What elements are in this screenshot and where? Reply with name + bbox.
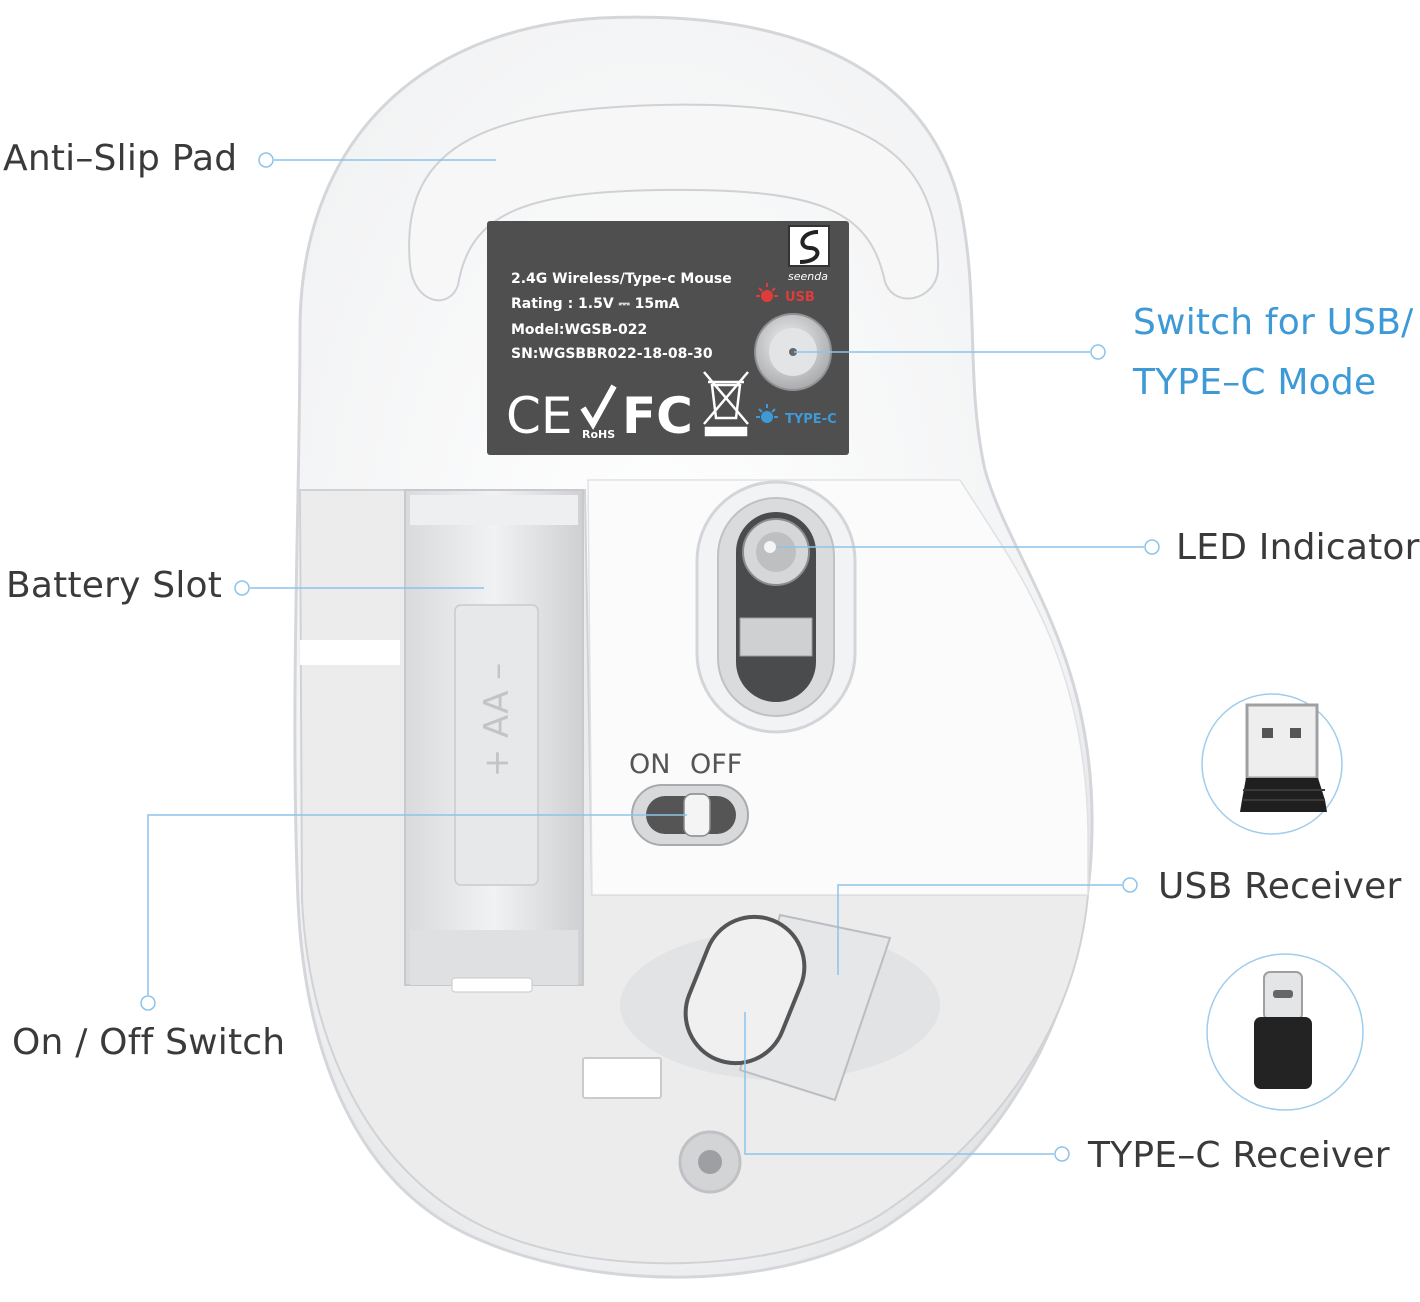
battery-marking: + AA – xyxy=(477,663,517,778)
callout-lines xyxy=(147,159,1144,1155)
mode-switch-dot xyxy=(789,348,797,356)
callout-line-on-off xyxy=(147,814,687,995)
callout-led-indicator: LED Indicator xyxy=(1176,527,1420,568)
product-label xyxy=(487,221,849,455)
cert-fc: FC xyxy=(622,387,693,445)
anti-slip-pad xyxy=(408,103,940,302)
callout-switch-mode-line2: TYPE–C Mode xyxy=(1133,362,1377,403)
callout-usb-receiver: USB Receiver xyxy=(1158,866,1402,907)
mode-usb-label: USB xyxy=(785,290,815,305)
mode-typec-label: TYPE-C xyxy=(785,412,837,427)
label-line-4: SN:WGSBBR022-18-08-30 xyxy=(511,346,713,362)
on-off-switch-knob[interactable] xyxy=(683,793,711,837)
callout-battery-slot: Battery Slot xyxy=(6,565,223,606)
screw xyxy=(698,1150,722,1174)
usb-led-icon xyxy=(756,283,778,302)
usb-dongle-icon xyxy=(1240,703,1327,812)
weee-crossed-bin-icon xyxy=(703,371,749,437)
led-indicator-glint xyxy=(764,541,776,553)
typec-receiver-slot xyxy=(683,914,807,1066)
callout-anti-slip-pad: Anti–Slip Pad xyxy=(3,138,238,179)
label-line-1: 2.4G Wireless/Type-c Mouse xyxy=(511,271,732,287)
label-line-2: Rating : 1.5V ⎓ 15mA xyxy=(511,296,680,312)
battery-spring xyxy=(451,977,533,993)
small-tab xyxy=(582,1057,662,1099)
callout-line-typec-receiver xyxy=(744,1012,1054,1155)
cert-ce: CE xyxy=(506,387,573,445)
switch-off-label: OFF xyxy=(690,749,742,780)
label-line-3: Model:WGSB-022 xyxy=(511,322,647,338)
callout-end-circles xyxy=(140,152,1160,1162)
callout-switch-mode-line1: Switch for USB/ xyxy=(1133,302,1414,343)
side-notch xyxy=(300,640,400,665)
typec-led-icon xyxy=(756,404,778,423)
sensor-plate xyxy=(739,617,813,657)
brand-name: seenda xyxy=(788,270,828,283)
cert-rohs: RoHS xyxy=(582,428,615,441)
callout-line-usb-receiver xyxy=(837,884,1122,975)
cert-check-icon xyxy=(580,384,617,430)
battery-compartment-bottom xyxy=(410,930,578,985)
brand-logo-mark xyxy=(799,230,820,264)
callout-on-off-switch: On / Off Switch xyxy=(12,1022,286,1063)
battery-compartment-top xyxy=(410,495,578,525)
callout-typec-receiver: TYPE–C Receiver xyxy=(1088,1135,1390,1176)
switch-on-label: ON xyxy=(629,749,670,780)
typec-adapter-icon xyxy=(1254,971,1312,1089)
led-indicator-lens-inner xyxy=(756,532,796,572)
